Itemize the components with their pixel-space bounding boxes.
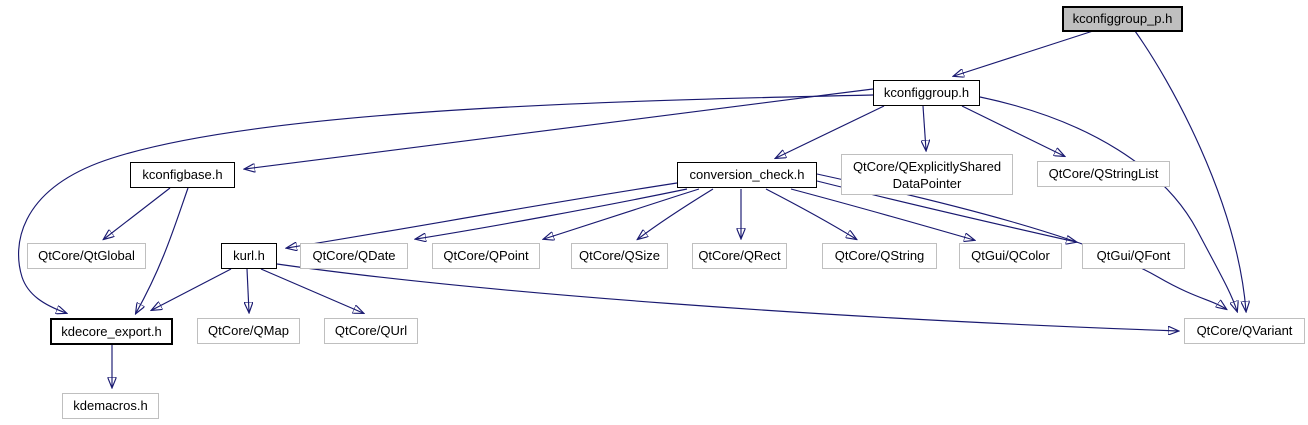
node-label: kdemacros.h <box>73 398 148 413</box>
node-kconfiggroup-p-h: kconfiggroup_p.h <box>1062 6 1183 32</box>
node-label: kconfigbase.h <box>142 167 223 182</box>
node-kdecore-export-h[interactable]: kdecore_export.h <box>50 318 173 345</box>
edge-conversion_check_h-to-qdate <box>416 188 688 239</box>
edge-kconfiggroup_h-to-qstringlist <box>961 105 1064 156</box>
node-kconfiggroup-h[interactable]: kconfiggroup.h <box>873 80 980 106</box>
edge-kconfiggroup_h-to-kconfigbase_h <box>245 88 874 169</box>
node-qtcore-qurl: QtCore/QUrl <box>324 318 418 344</box>
node-label: QtCore/QString <box>834 248 925 263</box>
node-qtcore-qmap: QtCore/QMap <box>197 318 300 344</box>
edge-kurl_h-to-qurl <box>260 268 363 313</box>
node-label: kconfiggroup.h <box>883 85 970 100</box>
edge-conversion_check_h-to-qpoint <box>544 188 700 239</box>
node-label: QtCore/QVariant <box>1196 323 1293 338</box>
node-qtcore-qstringlist: QtCore/QStringList <box>1037 161 1170 187</box>
node-label: QtCore/QUrl <box>334 323 408 338</box>
edge-kconfiggroup_p_h-to-qvariant <box>1134 30 1246 311</box>
node-kconfigbase-h[interactable]: kconfigbase.h <box>130 162 235 188</box>
node-qtcore-qpoint: QtCore/QPoint <box>432 243 540 269</box>
node-label: QtCore/QRect <box>698 248 781 263</box>
node-label: conversion_check.h <box>689 167 805 182</box>
edge-conversion_check_h-to-qstring <box>765 188 856 239</box>
edge-kconfiggroup_p_h-to-kconfiggroup_h <box>954 30 1094 76</box>
edge-conversion_check_h-to-qcolor <box>790 188 974 240</box>
edge-kconfiggroup_h-to-conversion_check_h <box>776 105 885 158</box>
edge-kconfigbase_h-to-qtglobal <box>104 187 171 239</box>
edge-conversion_check_h-to-qsize <box>638 188 714 239</box>
edge-kconfigbase_h-to-kdecore_export_h <box>136 187 189 313</box>
node-label: QtCore/QMap <box>208 323 289 338</box>
edge-kurl_h-to-qmap <box>247 268 249 312</box>
node-label: QtCore/QStringList <box>1048 166 1159 181</box>
node-conversion-check-h[interactable]: conversion_check.h <box>677 162 817 188</box>
edge-conversion_check_h-to-kurl_h <box>287 182 678 248</box>
edge-kconfiggroup_h-to-qexplicitlyshareddatapointer <box>923 105 926 150</box>
node-label: QtGui/QFont <box>1096 248 1171 263</box>
node-label: kdecore_export.h <box>61 323 162 339</box>
node-label: kconfiggroup_p.h <box>1072 11 1173 26</box>
node-label: kurl.h <box>233 248 265 263</box>
node-qtcore-qdate: QtCore/QDate <box>300 243 408 269</box>
node-qtcore-qsize: QtCore/QSize <box>571 243 668 269</box>
node-label: QtCore/QDate <box>312 248 396 263</box>
edge-kconfiggroup_h-to-qvariant <box>979 96 1237 311</box>
node-qtcore-qtglobal: QtCore/QtGlobal <box>27 243 146 269</box>
edge-kconfiggroup_h-to-kdecore_export_h <box>17 94 874 313</box>
node-label: QtCore/QtGlobal <box>38 248 135 263</box>
edge-kurl_h-to-qvariant <box>276 263 1178 331</box>
node-qtcore-qstring: QtCore/QString <box>822 243 937 269</box>
node-kurl-h[interactable]: kurl.h <box>221 243 277 269</box>
edge-kurl_h-to-kdecore_export_h <box>152 268 232 310</box>
node-label: QtCore/QSize <box>579 248 660 263</box>
node-kdemacros-h: kdemacros.h <box>62 393 159 419</box>
node-qtcore-qvariant: QtCore/QVariant <box>1184 318 1305 344</box>
node-qtgui-qcolor: QtGui/QColor <box>959 243 1062 269</box>
node-qtgui-qfont: QtGui/QFont <box>1082 243 1185 269</box>
node-qtcore-qrect: QtCore/QRect <box>692 243 787 269</box>
node-label: QtCore/QPoint <box>443 248 529 263</box>
node-label: QtGui/QColor <box>971 248 1050 263</box>
